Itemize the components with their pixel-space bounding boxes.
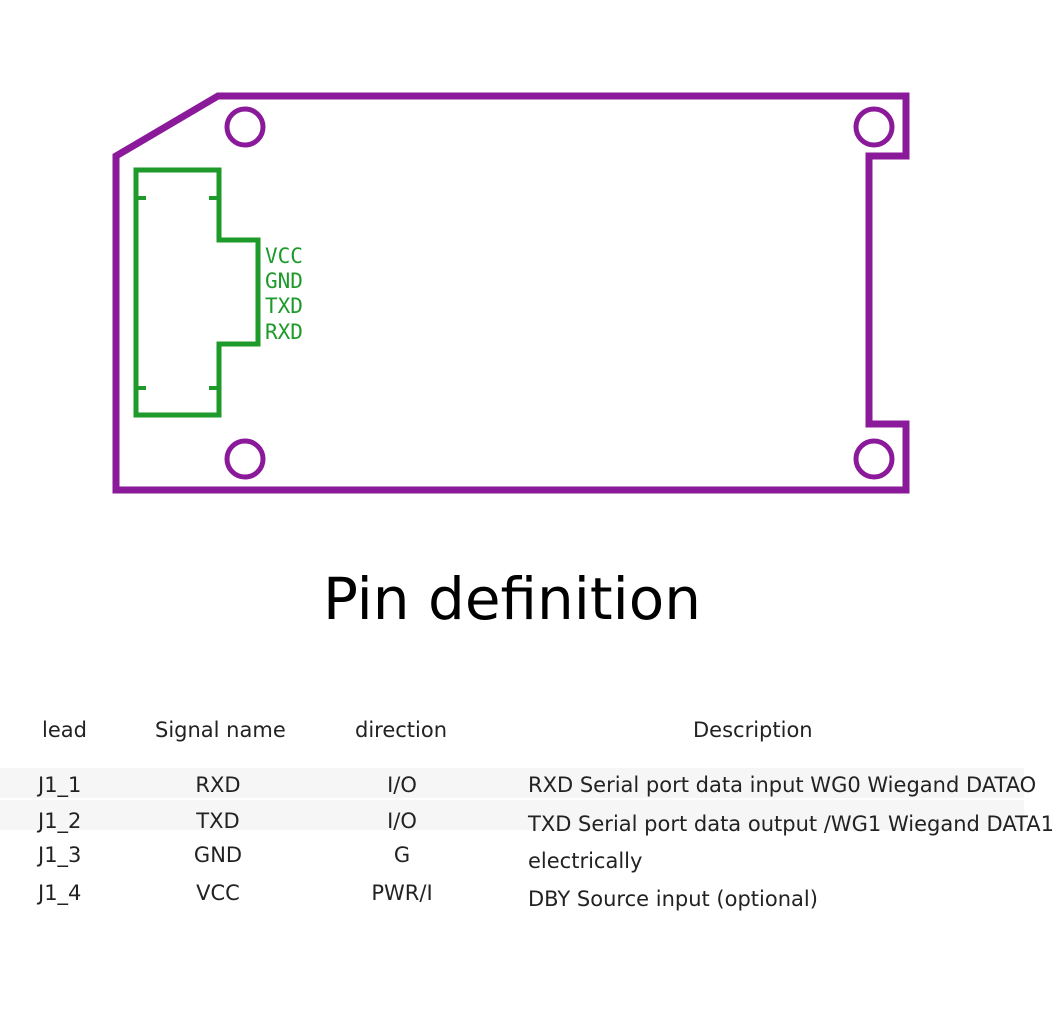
cell-description: TXD Serial port data output /WG1 Wiegand… xyxy=(528,812,1054,836)
row-band xyxy=(0,800,1024,830)
header-description: Description xyxy=(693,718,813,742)
mounting-hole-top-left xyxy=(224,106,266,148)
cell-signal: GND xyxy=(193,843,243,867)
cell-description: DBY Source input (optional) xyxy=(528,887,818,911)
cell-direction: I/O xyxy=(387,773,417,797)
cell-signal: TXD xyxy=(196,809,240,833)
mounting-hole-top-right xyxy=(853,106,895,148)
mounting-hole-bottom-left xyxy=(224,438,266,480)
pin-label-rxd: RXD xyxy=(265,320,303,344)
header-signal-name: Signal name xyxy=(155,718,286,742)
pin-label-vcc: VCC xyxy=(265,244,303,268)
header-lead: lead xyxy=(42,718,87,742)
board-outline xyxy=(112,92,910,494)
row-band xyxy=(0,768,1024,798)
cell-lead: J1_4 xyxy=(38,881,82,905)
cell-signal: RXD xyxy=(195,773,241,797)
connector-footprint xyxy=(133,167,261,418)
cell-direction: I/O xyxy=(387,809,417,833)
cell-description: RXD Serial port data input WG0 Wiegand D… xyxy=(528,773,1037,797)
mounting-hole-bottom-right xyxy=(853,438,895,480)
header-direction: direction xyxy=(355,718,448,742)
pin-label-gnd: GND xyxy=(265,269,303,293)
cell-direction: PWR/I xyxy=(371,881,433,905)
cell-direction: G xyxy=(393,843,411,867)
cell-signal: VCC xyxy=(196,881,240,905)
pin-label-txd: TXD xyxy=(265,294,303,318)
cell-lead: J1_3 xyxy=(38,843,82,867)
cell-description: electrically xyxy=(528,849,643,873)
cell-lead: J1_2 xyxy=(38,809,82,833)
pcb-board-diagram: VCC GND TXD RXD xyxy=(112,92,910,494)
page-title: Pin definition xyxy=(322,565,702,633)
cell-lead: J1_1 xyxy=(38,773,82,797)
